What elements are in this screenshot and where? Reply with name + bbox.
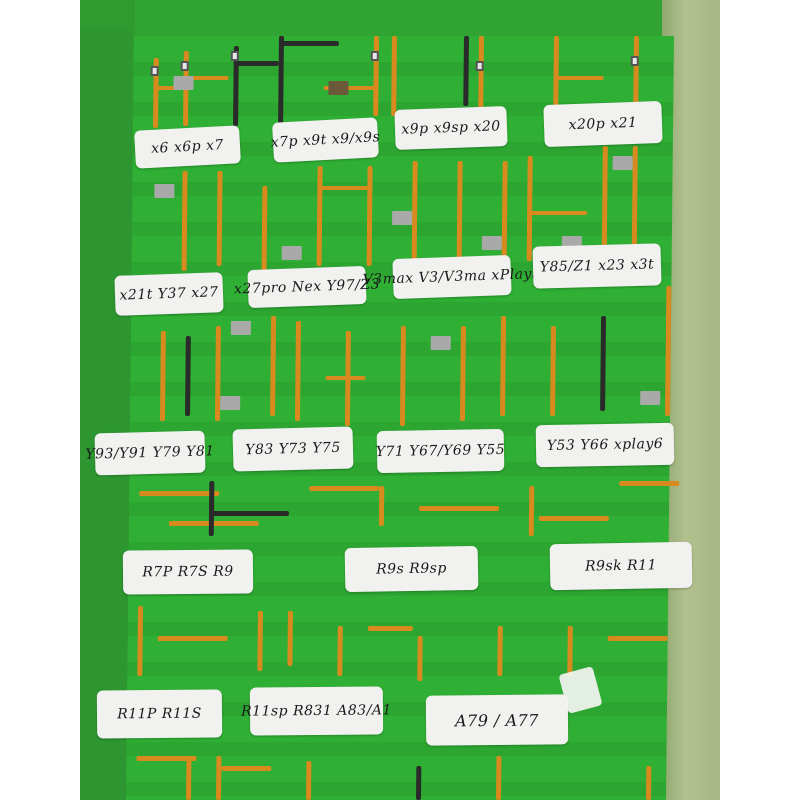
flex-cable [185,336,191,416]
model-label: R9s R9sp [344,545,479,593]
contact-pad [173,76,194,90]
flex-cable [538,516,609,521]
contact-pad [392,211,413,225]
model-label: Y83 Y73 Y75 [232,426,354,472]
model-label: x21t Y37 x27 [114,272,224,316]
flex-cable [373,36,380,116]
model-label: x6 x6p x7 [134,125,241,169]
model-label: Y85/Z1 x23 x3t [532,243,662,289]
flex-cable [645,766,652,800]
box-left-wall [80,30,132,800]
flex-cable [216,171,223,266]
switch-button [630,56,639,66]
flex-cable [317,186,373,190]
flex-cable [139,491,220,496]
contact-pad [481,236,502,250]
switch-button [180,61,189,71]
contact-pad [281,246,302,260]
flex-cable [257,611,263,671]
flex-cable [456,161,463,266]
contact-pad [430,336,451,350]
flex-cable [221,766,272,771]
flex-cable [459,326,466,421]
flex-cable [337,626,343,676]
switch-button [150,66,159,76]
flex-cable [607,636,668,641]
model-label: x20p x21 [543,100,663,148]
flex-cable [526,156,533,261]
switch-button [475,61,484,71]
flex-cable [500,316,507,416]
flex-cable [378,486,385,526]
model-label: A79 / A77 [425,694,569,746]
flex-cable [185,756,192,800]
flex-cable [419,506,500,511]
model-label: R9sk R11 [549,541,693,591]
model-label: x9p x9sp x20 [394,106,508,150]
flex-cable [399,326,406,426]
flex-cable [553,76,604,80]
flex-cable [270,316,277,416]
flex-cable [391,36,398,116]
flex-cable [495,756,502,800]
flex-cable [137,606,144,676]
flex-cable [527,211,588,215]
flex-cable [600,316,607,411]
flex-cable [550,326,556,416]
flex-cable [159,331,166,421]
contact-pad [328,81,349,95]
flex-cable [501,161,508,266]
flex-cable [367,626,413,631]
model-label: Y71 Y67/Y69 Y55 [376,428,505,474]
flex-cable [567,626,573,676]
photo: x6 x6p x7 x7p x9t x9/x9s x9p x9sp x20 x2… [80,0,720,800]
flex-cable [215,756,222,800]
flex-cable [366,166,373,266]
contact-pad [220,396,241,410]
switch-button [370,51,379,61]
flex-cable [325,376,366,380]
flex-cable [208,511,290,516]
flex-cable [233,61,279,66]
model-label: V3max V3/V3ma xPlay5 [362,254,542,300]
model-label: Y93/Y91 Y79 Y81 [85,430,215,476]
flex-cable [181,171,188,271]
flex-cable [309,486,380,491]
model-label: x27pro Nex Y97/Z3 [234,265,380,309]
model-label: R7P R7S R9 [122,549,254,595]
flex-cable [417,636,423,681]
flex-cable [287,611,293,666]
flex-cable [294,321,302,421]
flex-cable [553,36,560,106]
contact-pad [154,184,175,198]
flex-cable [497,626,503,676]
switch-button [230,51,239,61]
model-label: R11sp R831 A83/A1 [241,686,392,736]
model-label: Y53 Y66 xplay6 [535,422,675,468]
flex-cable [278,41,339,46]
flex-cable [463,36,470,106]
flex-cable [157,636,228,641]
model-label: x7p x9t x9/x9s [270,117,381,163]
flex-cable [261,186,268,271]
flex-cable [601,146,608,246]
flex-cable [415,766,422,800]
flex-cable [528,486,535,536]
flex-cable [305,761,312,800]
flex-cable [208,481,215,536]
model-label: R11P R11S [96,689,223,739]
contact-pad [230,321,252,335]
flex-cable [316,166,323,266]
flex-cable [411,161,418,261]
flex-cable [478,36,485,116]
contact-pad [640,391,661,405]
flex-cable [619,481,680,486]
flex-cable [278,36,285,131]
contact-pad [612,156,633,170]
